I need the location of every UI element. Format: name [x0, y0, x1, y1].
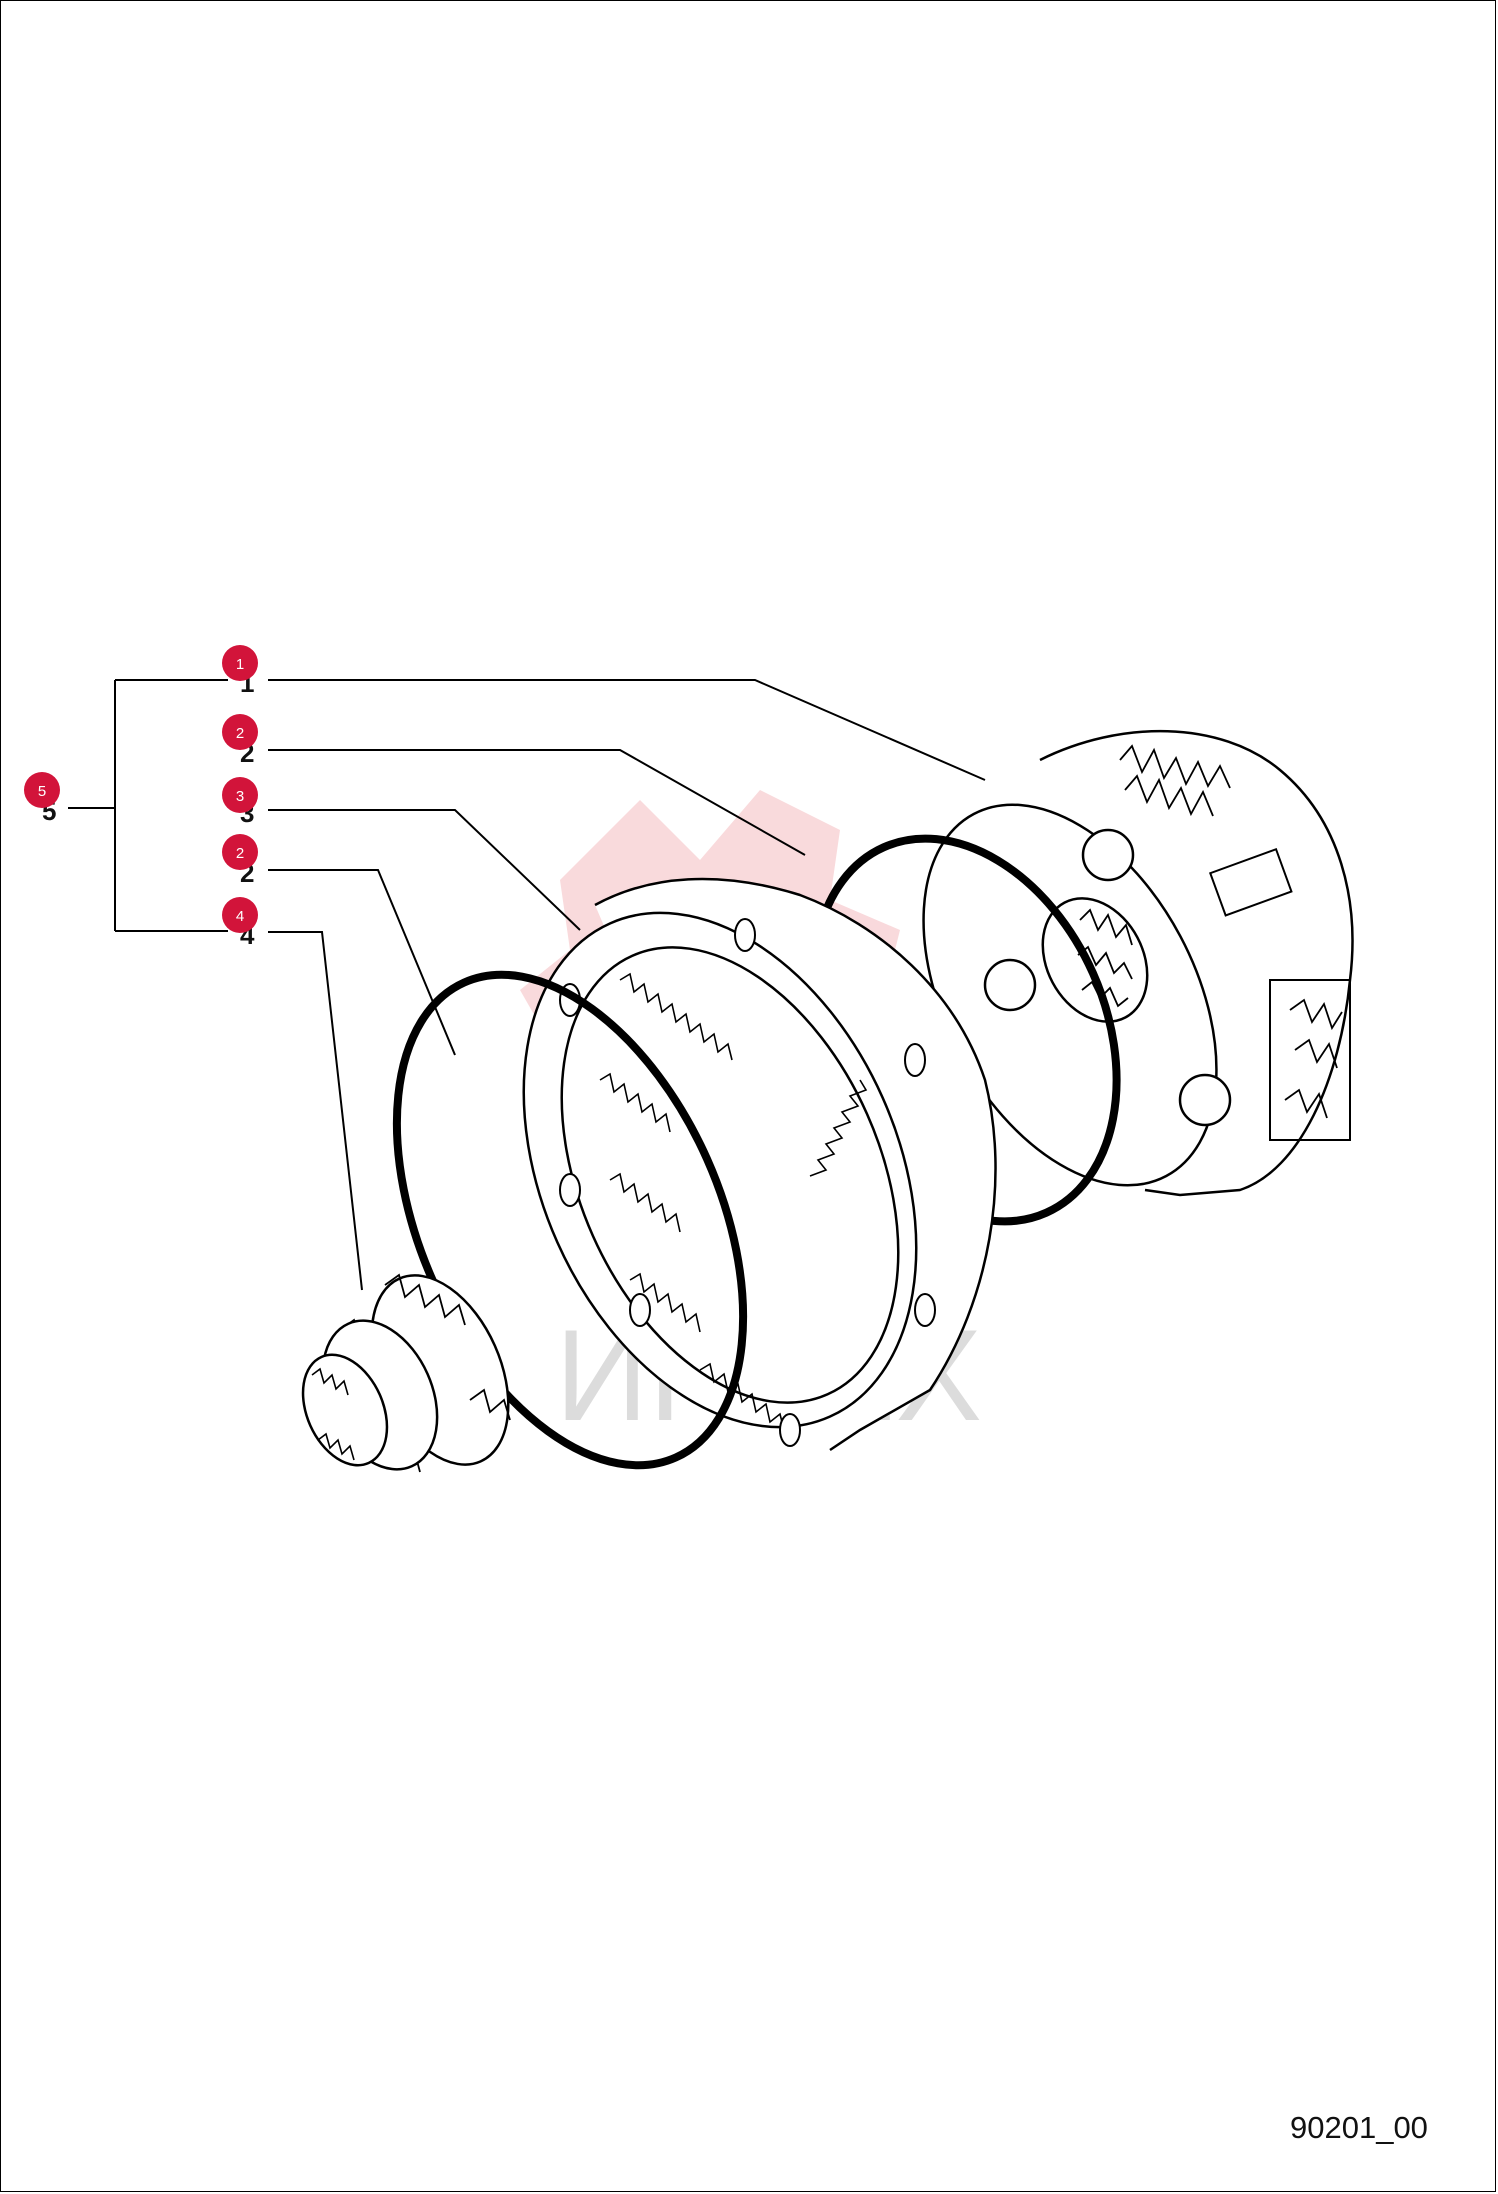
svg-text:2: 2: [236, 725, 244, 742]
callout-badge-5[interactable]: 5: [24, 772, 60, 808]
leader-line-1: [268, 679, 986, 781]
drawing-code: 90201_00: [1290, 2110, 1428, 2145]
svg-text:4: 4: [236, 908, 244, 925]
assembly-bracket: [68, 679, 228, 932]
svg-text:2: 2: [236, 845, 244, 862]
callout-badge-1[interactable]: 1: [222, 645, 258, 681]
leader-line-2a: [268, 749, 806, 856]
callout-badge-2b[interactable]: 2: [222, 834, 258, 870]
leader-line-4: [268, 931, 363, 1291]
callout-badge-4[interactable]: 4: [222, 897, 258, 933]
callout-badge-3[interactable]: 3: [222, 777, 258, 813]
leader-lines: [268, 679, 986, 1291]
callout-badge-2a[interactable]: 2: [222, 714, 258, 750]
ring-gear: [522, 877, 997, 1452]
svg-text:3: 3: [236, 788, 244, 805]
svg-text:1: 1: [236, 656, 244, 673]
sun-gear: [301, 1273, 511, 1473]
leader-line-3: [268, 809, 581, 931]
svg-text:5: 5: [38, 783, 46, 800]
leader-line-2b: [268, 869, 456, 1056]
